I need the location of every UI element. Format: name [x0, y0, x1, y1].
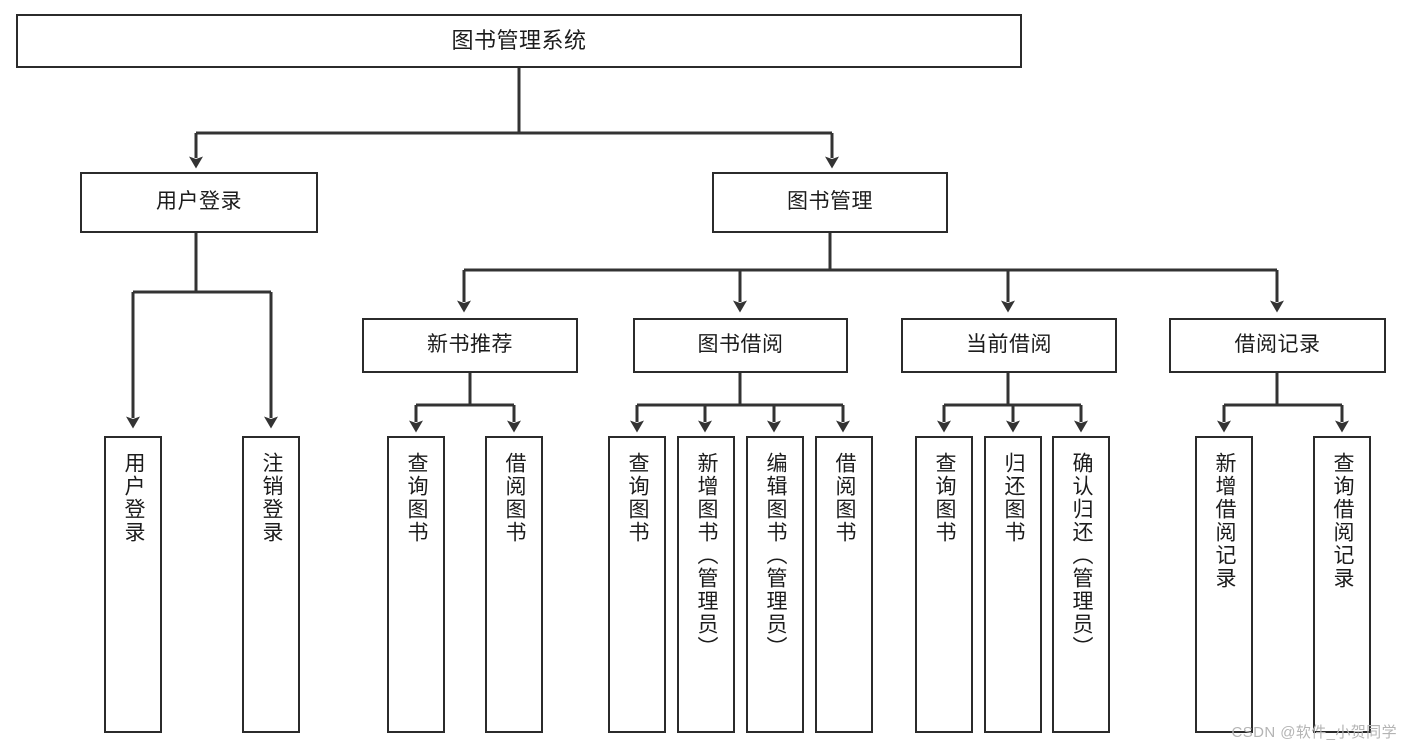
node-book-borrow[interactable]: 图书借阅 [633, 318, 848, 373]
node-current-borrow[interactable]: 当前借阅 [901, 318, 1117, 373]
leaf-user-login[interactable]: 用户登录 [104, 436, 162, 733]
leaf-logout-login[interactable]: 注销登录 [242, 436, 300, 733]
node-label: 查询借阅记录 [1331, 452, 1355, 590]
leaf-borrow-book[interactable]: 借阅图书 [815, 436, 873, 733]
leaf-query-borrow-record[interactable]: 查询借阅记录 [1313, 436, 1371, 733]
node-new-book-recommend[interactable]: 新书推荐 [362, 318, 578, 373]
node-label: 新增图书（管理员） [695, 452, 719, 659]
node-label: 用户登录 [122, 452, 146, 544]
node-label: 借阅图书 [833, 452, 857, 544]
node-label: 编辑图书（管理员） [764, 452, 788, 659]
leaf-query-book-recommend[interactable]: 查询图书 [387, 436, 445, 733]
leaf-borrow-book-recommend[interactable]: 借阅图书 [485, 436, 543, 733]
leaf-add-book-admin[interactable]: 新增图书（管理员） [677, 436, 735, 733]
watermark-text: CSDN @软件_小贺同学 [1231, 724, 1397, 741]
leaf-return-book[interactable]: 归还图书 [984, 436, 1042, 733]
node-label: 归还图书 [1002, 452, 1026, 544]
node-label: 借阅图书 [503, 452, 527, 544]
node-user-login[interactable]: 用户登录 [80, 172, 318, 233]
leaf-edit-book-admin[interactable]: 编辑图书（管理员） [746, 436, 804, 733]
leaf-confirm-return-admin[interactable]: 确认归还（管理员） [1052, 436, 1110, 733]
node-label: 新书推荐 [427, 333, 513, 357]
leaf-query-book-borrow[interactable]: 查询图书 [608, 436, 666, 733]
leaf-query-book-current[interactable]: 查询图书 [915, 436, 973, 733]
node-borrow-record[interactable]: 借阅记录 [1169, 318, 1386, 373]
node-book-management[interactable]: 图书管理 [712, 172, 948, 233]
node-label: 查询图书 [933, 452, 957, 544]
node-label: 用户登录 [156, 190, 242, 214]
node-label: 图书借阅 [697, 333, 784, 357]
node-label: 图书管理系统 [451, 28, 587, 54]
node-root-system[interactable]: 图书管理系统 [16, 14, 1022, 68]
node-label: 查询图书 [626, 452, 650, 544]
node-label: 新增借阅记录 [1213, 452, 1237, 590]
node-label: 确认归还（管理员） [1070, 452, 1094, 659]
node-label: 当前借阅 [966, 333, 1052, 357]
node-label: 图书管理 [787, 190, 873, 214]
node-label: 查询图书 [405, 452, 429, 544]
node-label: 借阅记录 [1234, 333, 1321, 357]
node-label: 注销登录 [260, 452, 284, 544]
leaf-add-borrow-record[interactable]: 新增借阅记录 [1195, 436, 1253, 733]
